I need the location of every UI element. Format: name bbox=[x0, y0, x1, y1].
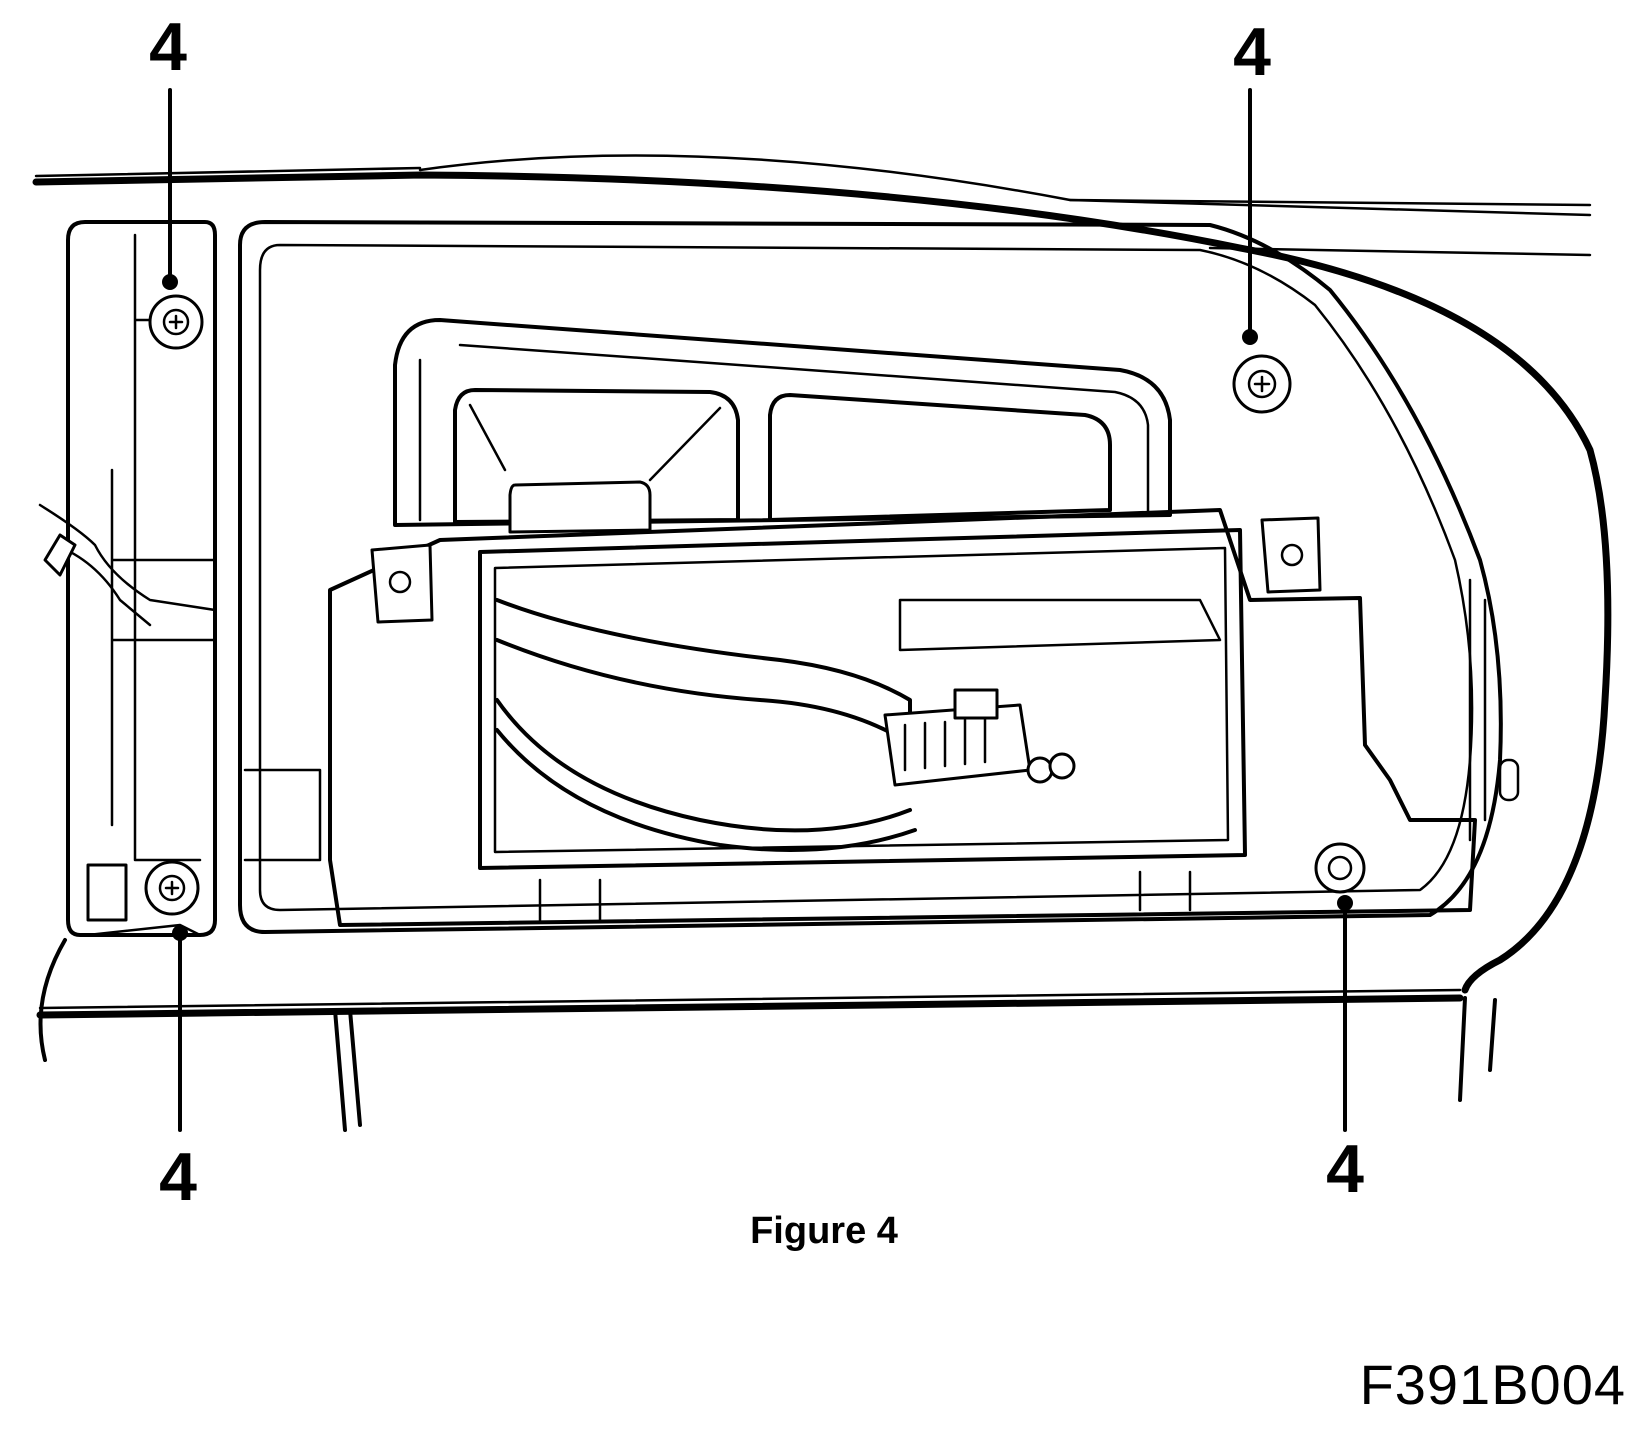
screw-top-left bbox=[148, 294, 204, 350]
screw-bottom-right bbox=[1314, 842, 1366, 894]
callout-bottom-left: 4 bbox=[159, 1139, 197, 1215]
figure-id: F391B004 bbox=[1359, 1353, 1626, 1416]
callout-top-left: 4 bbox=[149, 9, 187, 85]
dashboard-outline bbox=[32, 154, 1612, 1132]
screw-top-right bbox=[1232, 354, 1292, 414]
figure-caption: Figure 4 bbox=[750, 1210, 898, 1252]
callout-top-right: 4 bbox=[1233, 14, 1271, 90]
leader-lines bbox=[162, 88, 1353, 1132]
callout-bottom-right: 4 bbox=[1326, 1131, 1364, 1207]
console-frame bbox=[238, 220, 1520, 934]
screw-bottom-left bbox=[144, 860, 200, 916]
